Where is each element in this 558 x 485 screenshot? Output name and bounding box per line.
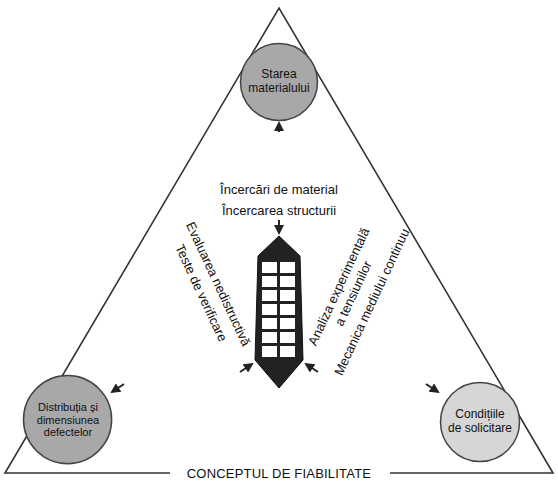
structure-figure (255, 236, 303, 388)
load-arrow (278, 220, 280, 233)
window (280, 290, 295, 301)
window (280, 304, 295, 315)
pointer-arrow (278, 123, 280, 132)
circle-label: Condițiile de solicitare (447, 408, 513, 436)
circle-label: Starea materialului (246, 68, 312, 96)
side-label: Încercarea structurii (222, 203, 336, 219)
window (262, 276, 277, 287)
circle-outline (441, 383, 520, 462)
circle-outline (24, 376, 112, 464)
window (262, 346, 277, 357)
window (262, 304, 277, 315)
circle-label: Distribuția și dimensiunea defectelor (31, 401, 105, 439)
window (280, 318, 295, 329)
side-label: Încercări de material (220, 182, 338, 198)
gray-circle: Distribuția și dimensiunea defectelor (22, 374, 113, 465)
window (280, 346, 295, 357)
gray-circle: Condițiile de solicitare (439, 381, 521, 463)
diagram-caption: CONCEPTUL DE FIABILITATE (181, 466, 377, 481)
triangle-outline (5, 8, 553, 473)
window (262, 332, 277, 343)
circle-outline (241, 44, 318, 121)
pointer-arrow (426, 384, 438, 392)
window (262, 318, 277, 329)
load-arrows (112, 123, 438, 392)
load-arrow (306, 364, 318, 372)
ship-hull (255, 236, 303, 388)
pointer-arrow (112, 384, 124, 392)
window (280, 332, 295, 343)
window (280, 262, 295, 273)
window (262, 262, 277, 273)
window (262, 290, 277, 301)
load-arrow (240, 364, 252, 372)
window (280, 276, 295, 287)
gray-circle: Starea materialului (239, 42, 319, 122)
